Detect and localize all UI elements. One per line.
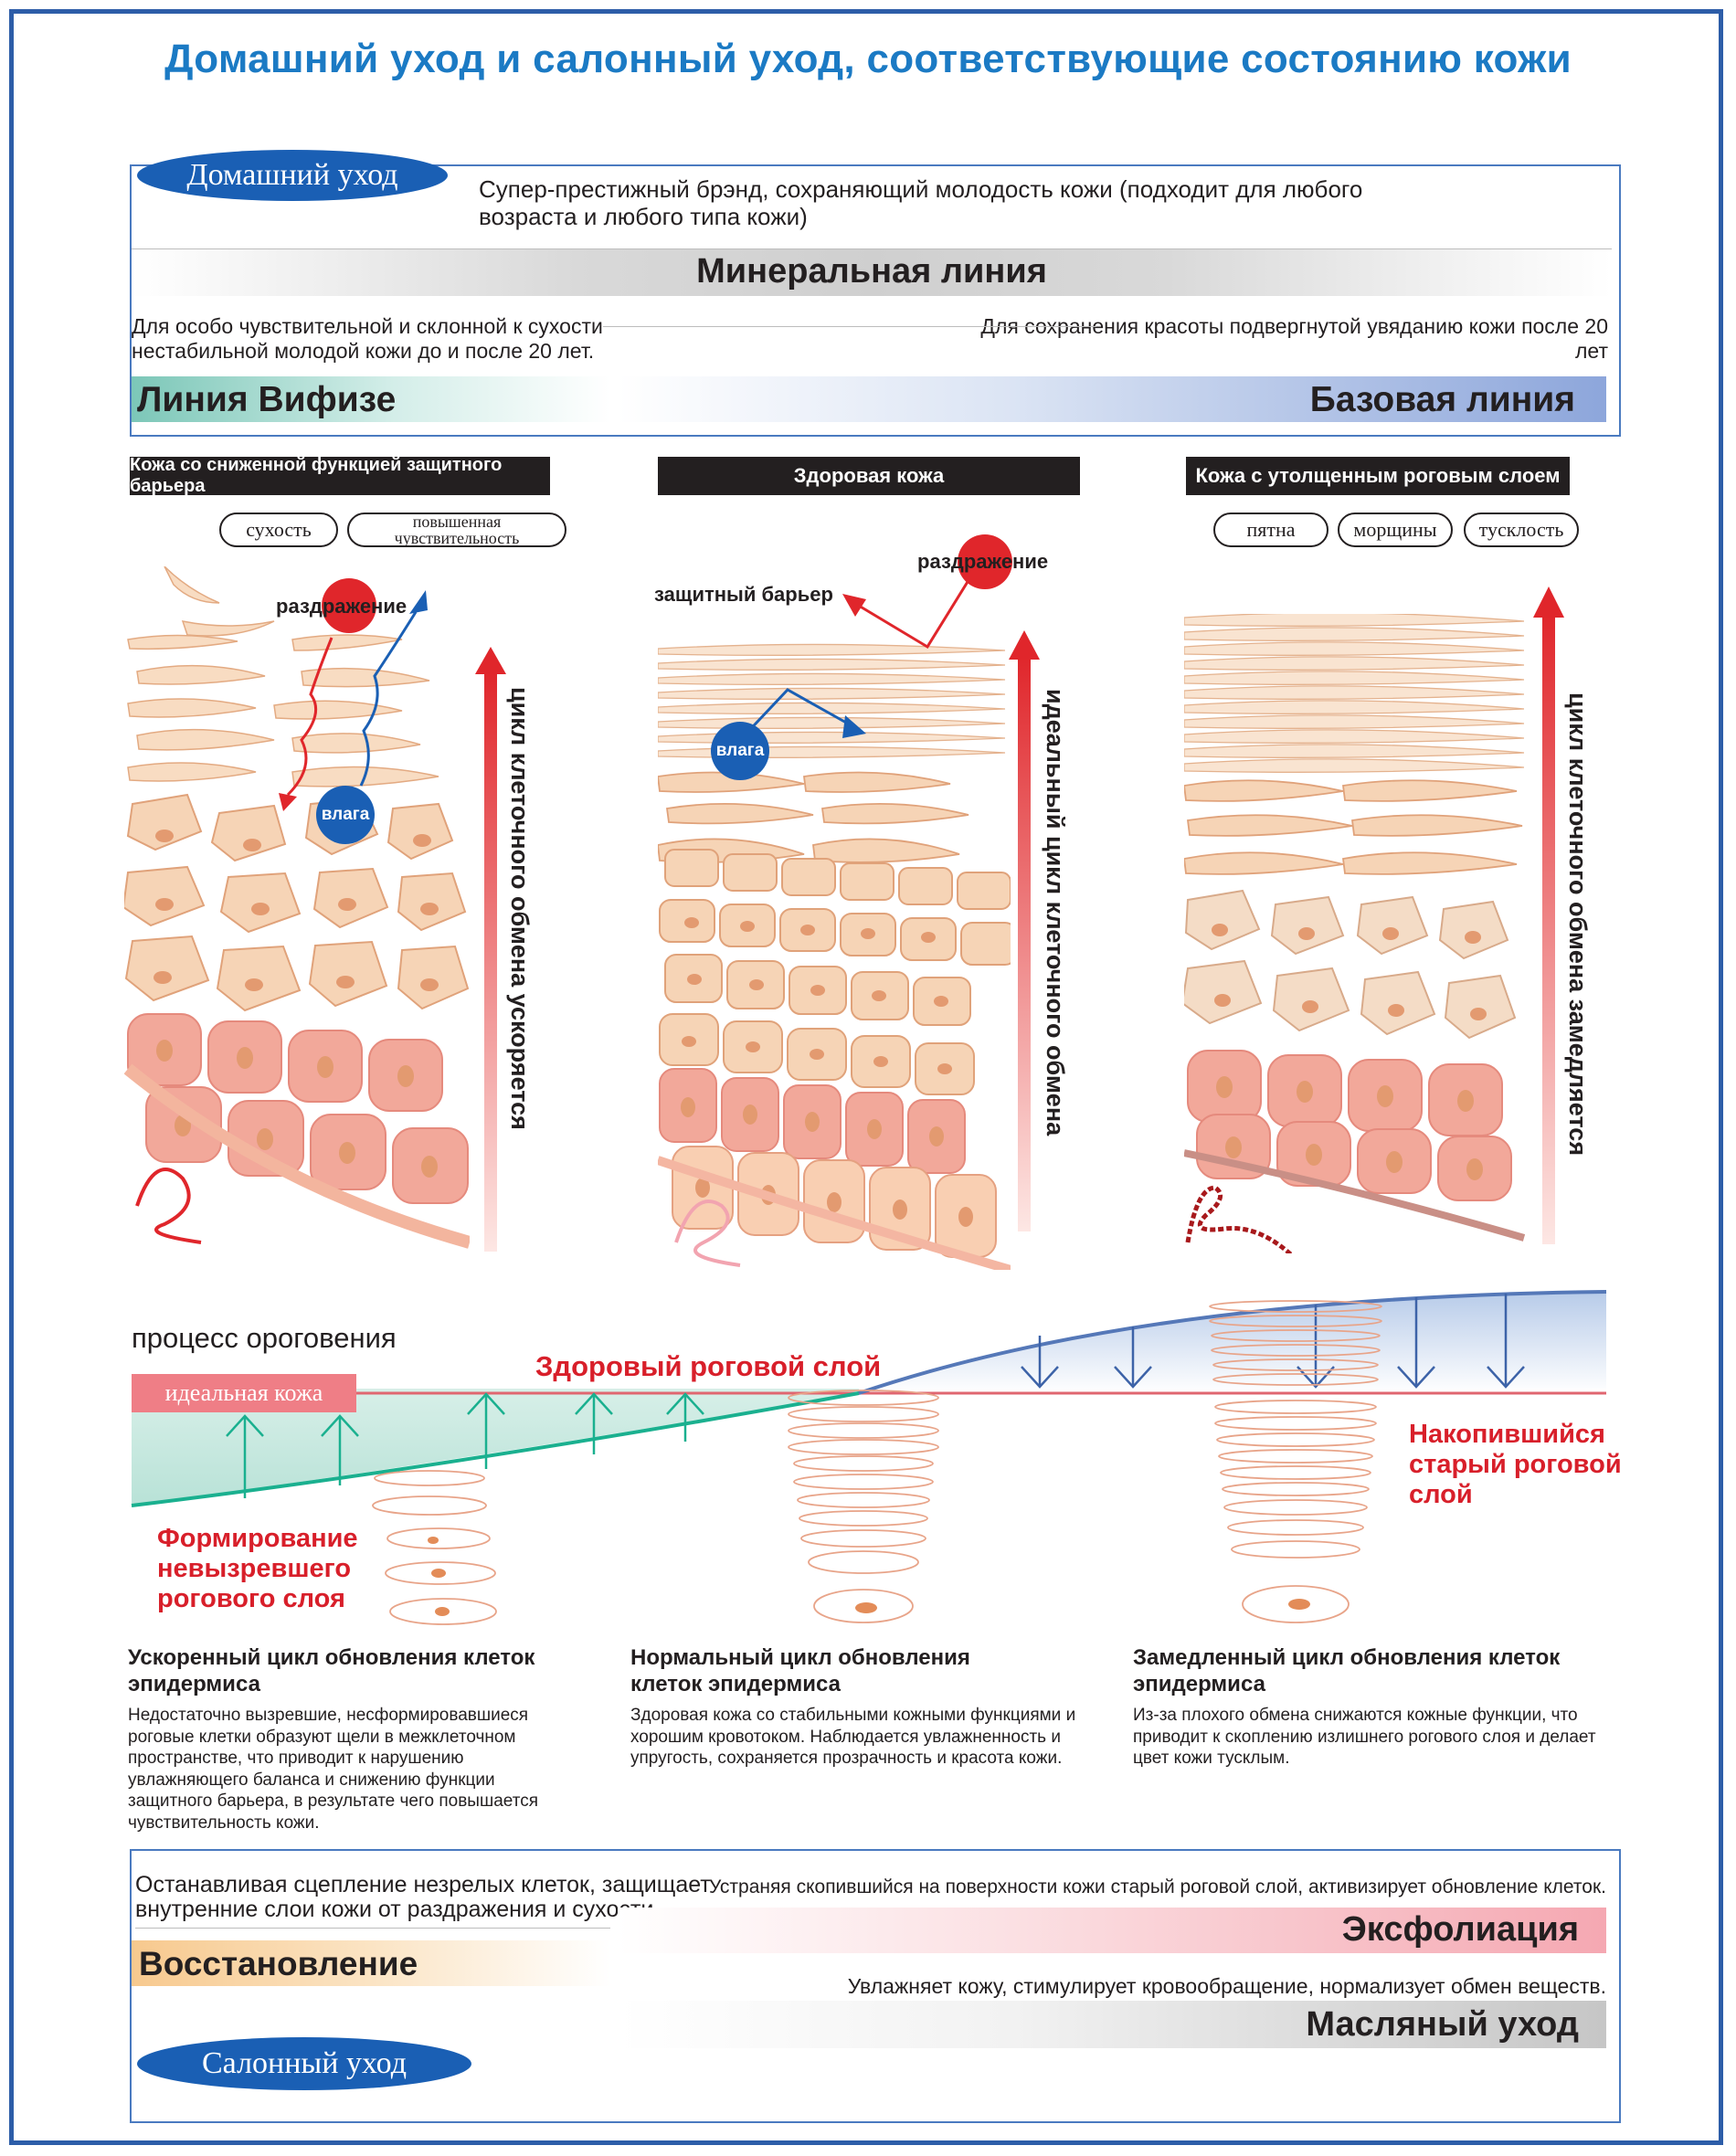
oil-care-description: Увлажняет кожу, стимулирует кровообращен… <box>847 1974 1606 1998</box>
immature-layer-label: Формирование невызревшего рогового слоя <box>157 1524 358 1613</box>
vertical-label-ideal: идеальный цикл клеточного обмена <box>1042 689 1069 1136</box>
moisture-dot: влага <box>711 722 769 780</box>
column-body-normal: Здоровая кожа со стабильными кожными фун… <box>630 1706 1076 1768</box>
base-line-label: Базовая линия <box>1309 380 1575 419</box>
page-title: Домашний уход и салонный уход, соответст… <box>164 37 1572 81</box>
oil-care-label: Масляный уход <box>1306 2005 1579 2044</box>
restore-label: Восстановление <box>139 1945 418 1982</box>
page-frame <box>9 9 1723 2145</box>
moisture-dot: влага <box>316 786 375 844</box>
skin-type-tag-healthy: Здоровая кожа <box>658 457 1080 495</box>
divider <box>603 326 1096 327</box>
salon-care-badge: Салонный уход <box>137 2037 471 2090</box>
vertical-label-slowed: цикл клеточного обмена замедляется <box>1564 692 1592 1157</box>
restore-band: Восстановление <box>132 1940 610 1986</box>
column-body-accelerated: Недостаточно вызревшие, несформировавшие… <box>128 1706 538 1833</box>
home-care-description: Супер-престижный брэнд, сохраняющий моло… <box>479 175 1363 230</box>
base-line-band: Базовая линия <box>618 376 1606 422</box>
home-care-box <box>130 164 1621 437</box>
keratinization-graph <box>131 1290 1607 1625</box>
column-heading-normal: Нормальный цикл обновления клеток эпидер… <box>630 1645 970 1696</box>
pill-sensitivity: повышенная чувствительность <box>347 513 566 547</box>
mineral-left-note: Для особо чувствительной и склонной к су… <box>132 314 603 363</box>
oil-care-band: Масляный уход <box>618 2001 1606 2048</box>
divider <box>135 1928 610 1929</box>
divider <box>132 248 1612 249</box>
pill-spots: пятна <box>1213 513 1328 547</box>
mineral-line-band <box>132 248 1612 296</box>
column-heading-accelerated: Ускоренный цикл обновления клеток эпидер… <box>128 1645 535 1696</box>
skin-panel-healthy <box>658 643 1011 1270</box>
ideal-skin-label: идеальная кожа <box>132 1374 356 1412</box>
column-body-slowed: Из-за плохого обмена снижаются кожные фу… <box>1133 1706 1596 1768</box>
skin-panel-thick <box>1184 614 1526 1253</box>
pill-dryness: сухость <box>219 513 338 547</box>
exfoliation-band: Эксфолиация <box>618 1908 1606 1953</box>
skin-type-tag-barrier: Кожа со сниженной функцией защитного бар… <box>130 455 550 496</box>
exfoliation-label: Эксфолиация <box>1341 1910 1579 1949</box>
vifize-line-label: Линия Вифизе <box>137 380 397 419</box>
salon-care-box <box>130 1849 1621 2123</box>
irritation-label: раздражение <box>276 595 408 618</box>
pill-dullness: тусклость <box>1464 513 1579 547</box>
exfoliation-description: Устраняя скопившийся на поверхности кожи… <box>709 1876 1606 1897</box>
pill-wrinkles: морщины <box>1338 513 1453 547</box>
irritation-dot <box>322 578 376 633</box>
restore-description: Останавливая сцепление незрелых клеток, … <box>135 1872 711 1922</box>
keratinization-label: процесс ороговения <box>132 1322 397 1354</box>
home-care-badge: Домашний уход <box>137 150 448 201</box>
column-heading-slowed: Замедленный цикл обновления клеток эпиде… <box>1133 1645 1561 1696</box>
irritation-label: раздражение <box>917 550 1049 573</box>
barrier-label: защитный барьер <box>654 583 833 606</box>
vifize-line-band: Линия Вифизе <box>132 376 610 422</box>
mineral-line-label: Минеральная линия <box>696 252 1047 291</box>
skin-type-tag-thick: Кожа с утолщенным роговым слоем <box>1186 457 1570 495</box>
irritation-dot <box>958 534 1012 589</box>
accumulated-layer-label: Накопившийся старый роговой слой <box>1409 1420 1622 1509</box>
healthy-layer-label: Здоровый роговой слой <box>535 1350 882 1382</box>
vertical-label-accelerated: цикл клеточного обмена ускоряется <box>506 687 534 1130</box>
skin-panel-barrier <box>124 566 470 1249</box>
